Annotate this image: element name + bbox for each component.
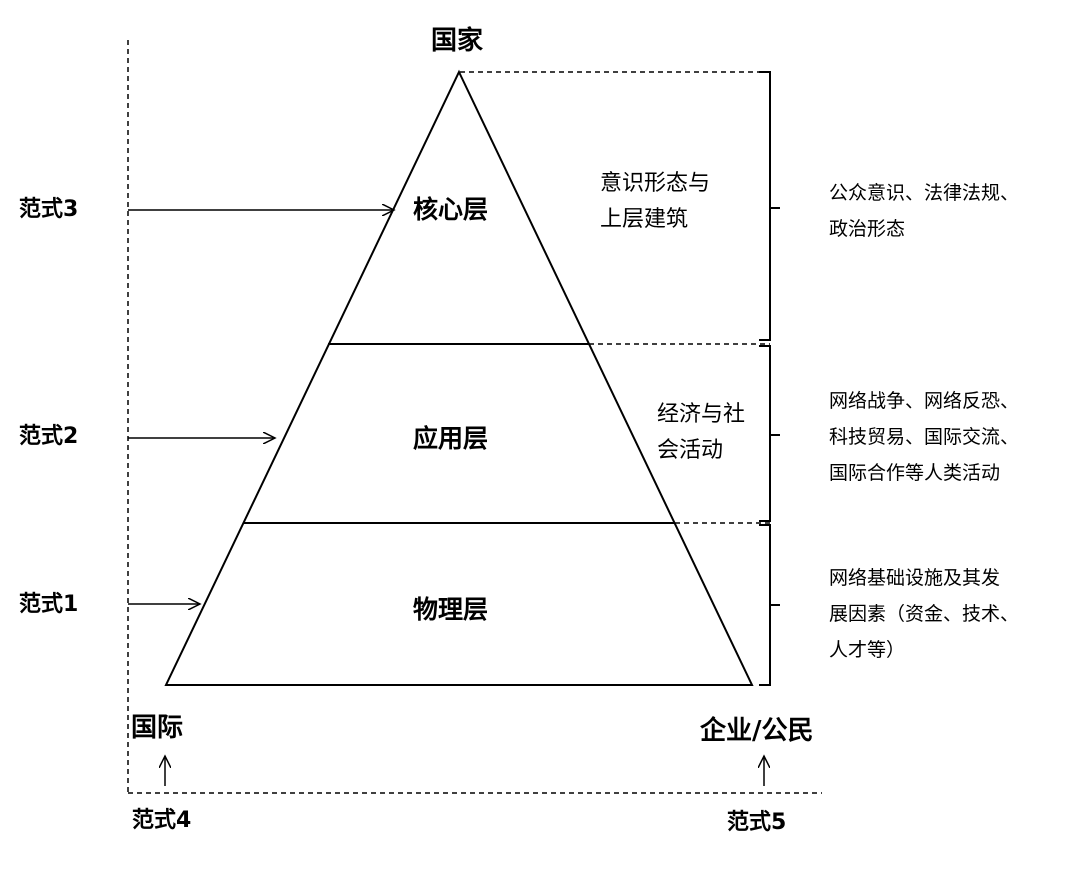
pyramid-outline	[164, 69, 754, 686]
application-note: 经济与社 会活动	[657, 397, 745, 469]
core-note-line-2: 上层建筑	[600, 207, 689, 232]
bracket-physical	[759, 524, 780, 686]
paradigm-4-label: 范式4	[132, 808, 192, 833]
application-note-line-2: 会活动	[657, 438, 724, 463]
application-detail-line-2: 科技贸易、国际交流、	[829, 426, 1020, 448]
physical-detail: 网络基础设施及其发 展因素（资金、技术、 人才等）	[829, 560, 1019, 668]
core-detail-line-2: 政治形态	[829, 218, 906, 240]
core-detail-line-1: 公众意识、法律法规、	[829, 182, 1020, 204]
application-note-line-1: 经济与社	[657, 402, 746, 427]
physical-detail-line-3: 人才等）	[829, 639, 906, 661]
physical-detail-line-1: 网络基础设施及其发	[829, 567, 1001, 589]
core-note: 意识形态与 上层建筑	[600, 166, 710, 238]
top-label-nation: 国家	[431, 26, 484, 56]
paradigm-5-label: 范式5	[727, 810, 787, 835]
bracket-application	[759, 345, 780, 522]
bottom-right-label-enterprise-citizen: 企业/公民	[700, 716, 814, 746]
layer-core-label: 核心层	[413, 195, 489, 224]
paradigm-1-label: 范式1	[19, 592, 79, 617]
paradigm-2-label: 范式2	[19, 424, 79, 449]
core-note-line-1: 意识形态与	[600, 171, 711, 196]
application-detail: 网络战争、网络反恐、 科技贸易、国际交流、 国际合作等人类活动	[829, 383, 1019, 491]
paradigm-3-label: 范式3	[19, 197, 79, 222]
core-detail: 公众意识、法律法规、 政治形态	[829, 175, 1019, 247]
physical-detail-line-2: 展因素（资金、技术、	[829, 603, 1020, 625]
bottom-left-label-international: 国际	[131, 713, 184, 743]
layer-physical-label: 物理层	[413, 595, 489, 624]
layer-application-label: 应用层	[413, 424, 489, 453]
application-detail-line-1: 网络战争、网络反恐、	[829, 390, 1020, 412]
bracket-core	[759, 71, 780, 341]
application-detail-line-3: 国际合作等人类活动	[829, 462, 1001, 484]
